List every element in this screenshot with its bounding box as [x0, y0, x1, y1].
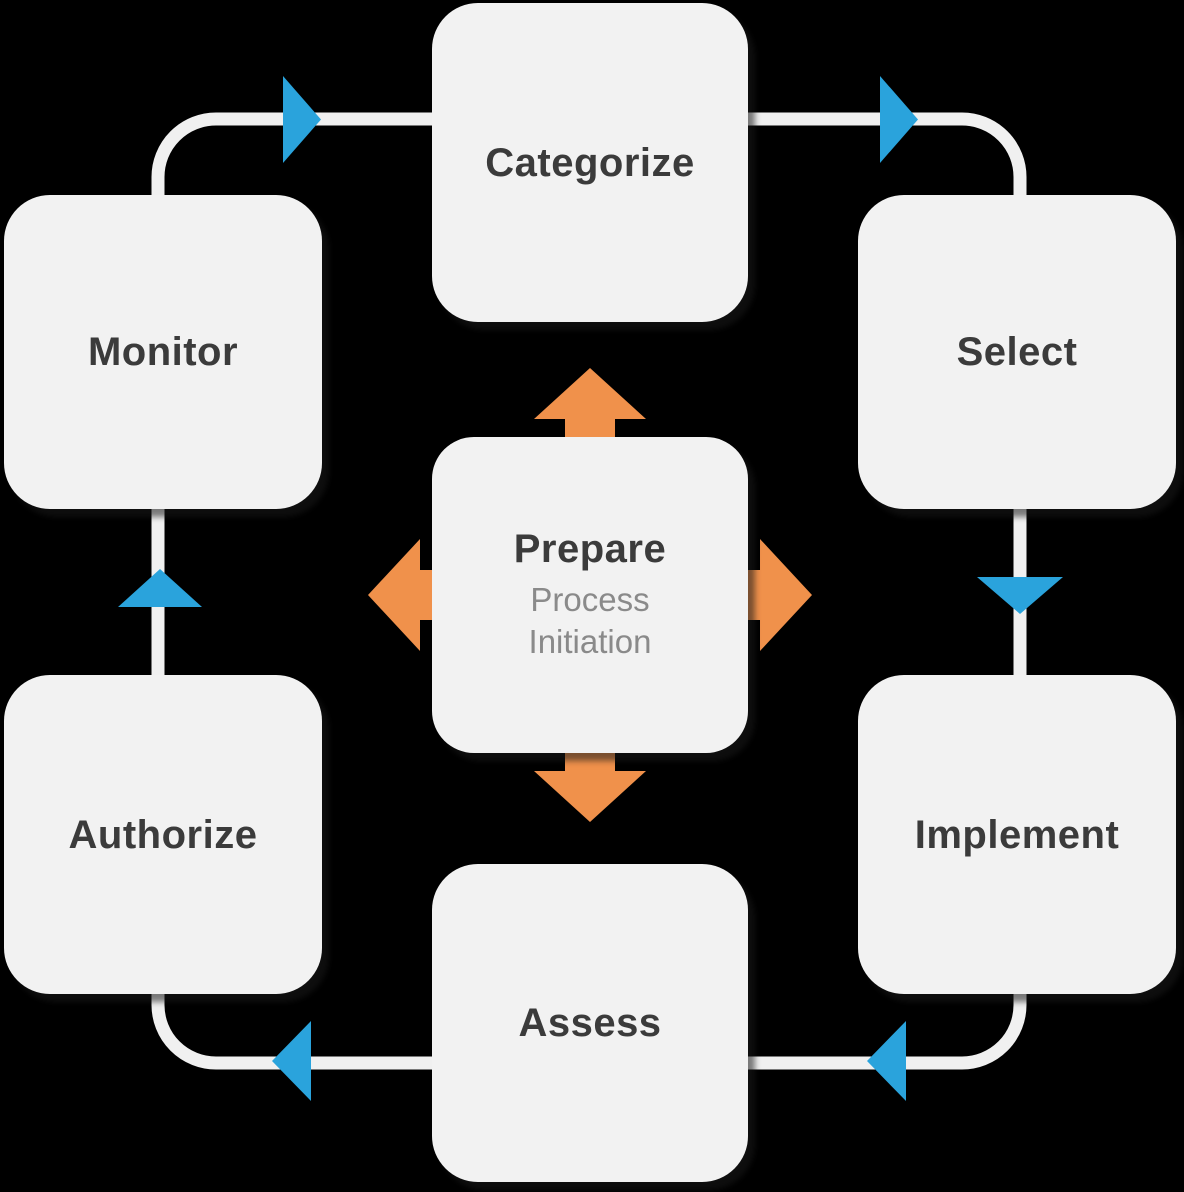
- flow-arrow-top-right-icon: [880, 76, 918, 163]
- node-prepare: Prepare Process Initiation: [432, 437, 748, 753]
- flow-arrow-bottom-left-icon: [272, 1021, 311, 1101]
- center-arrow-up-icon: [534, 368, 646, 480]
- node-implement: Implement: [858, 675, 1176, 994]
- node-select-label: Select: [956, 330, 1078, 374]
- node-implement-label: Implement: [914, 812, 1120, 857]
- center-arrow-right-icon: [700, 539, 812, 651]
- node-authorize: Authorize: [4, 675, 322, 994]
- node-assess-label: Assess: [518, 1001, 662, 1045]
- node-authorize-label: Authorize: [68, 812, 258, 857]
- node-prepare-subtitle-line1: Process: [530, 580, 650, 618]
- center-arrow-left-icon: [368, 539, 480, 651]
- flow-arrow-bottom-right-icon: [867, 1021, 906, 1101]
- node-monitor-label: Monitor: [87, 330, 239, 374]
- flow-arrow-left-up-icon: [118, 569, 202, 607]
- node-prepare-title: Prepare: [513, 526, 667, 571]
- node-select: Select: [858, 195, 1176, 509]
- node-monitor: Monitor: [4, 195, 322, 509]
- node-categorize-label: Categorize: [485, 140, 695, 185]
- node-categorize: Categorize: [432, 3, 748, 322]
- node-assess: Assess: [432, 864, 748, 1182]
- flow-arrow-right-down-icon: [977, 577, 1063, 614]
- center-arrow-down-icon: [534, 710, 646, 822]
- node-prepare-subtitle-line2: Initiation: [528, 623, 652, 660]
- flow-arrow-top-left-icon: [283, 76, 321, 163]
